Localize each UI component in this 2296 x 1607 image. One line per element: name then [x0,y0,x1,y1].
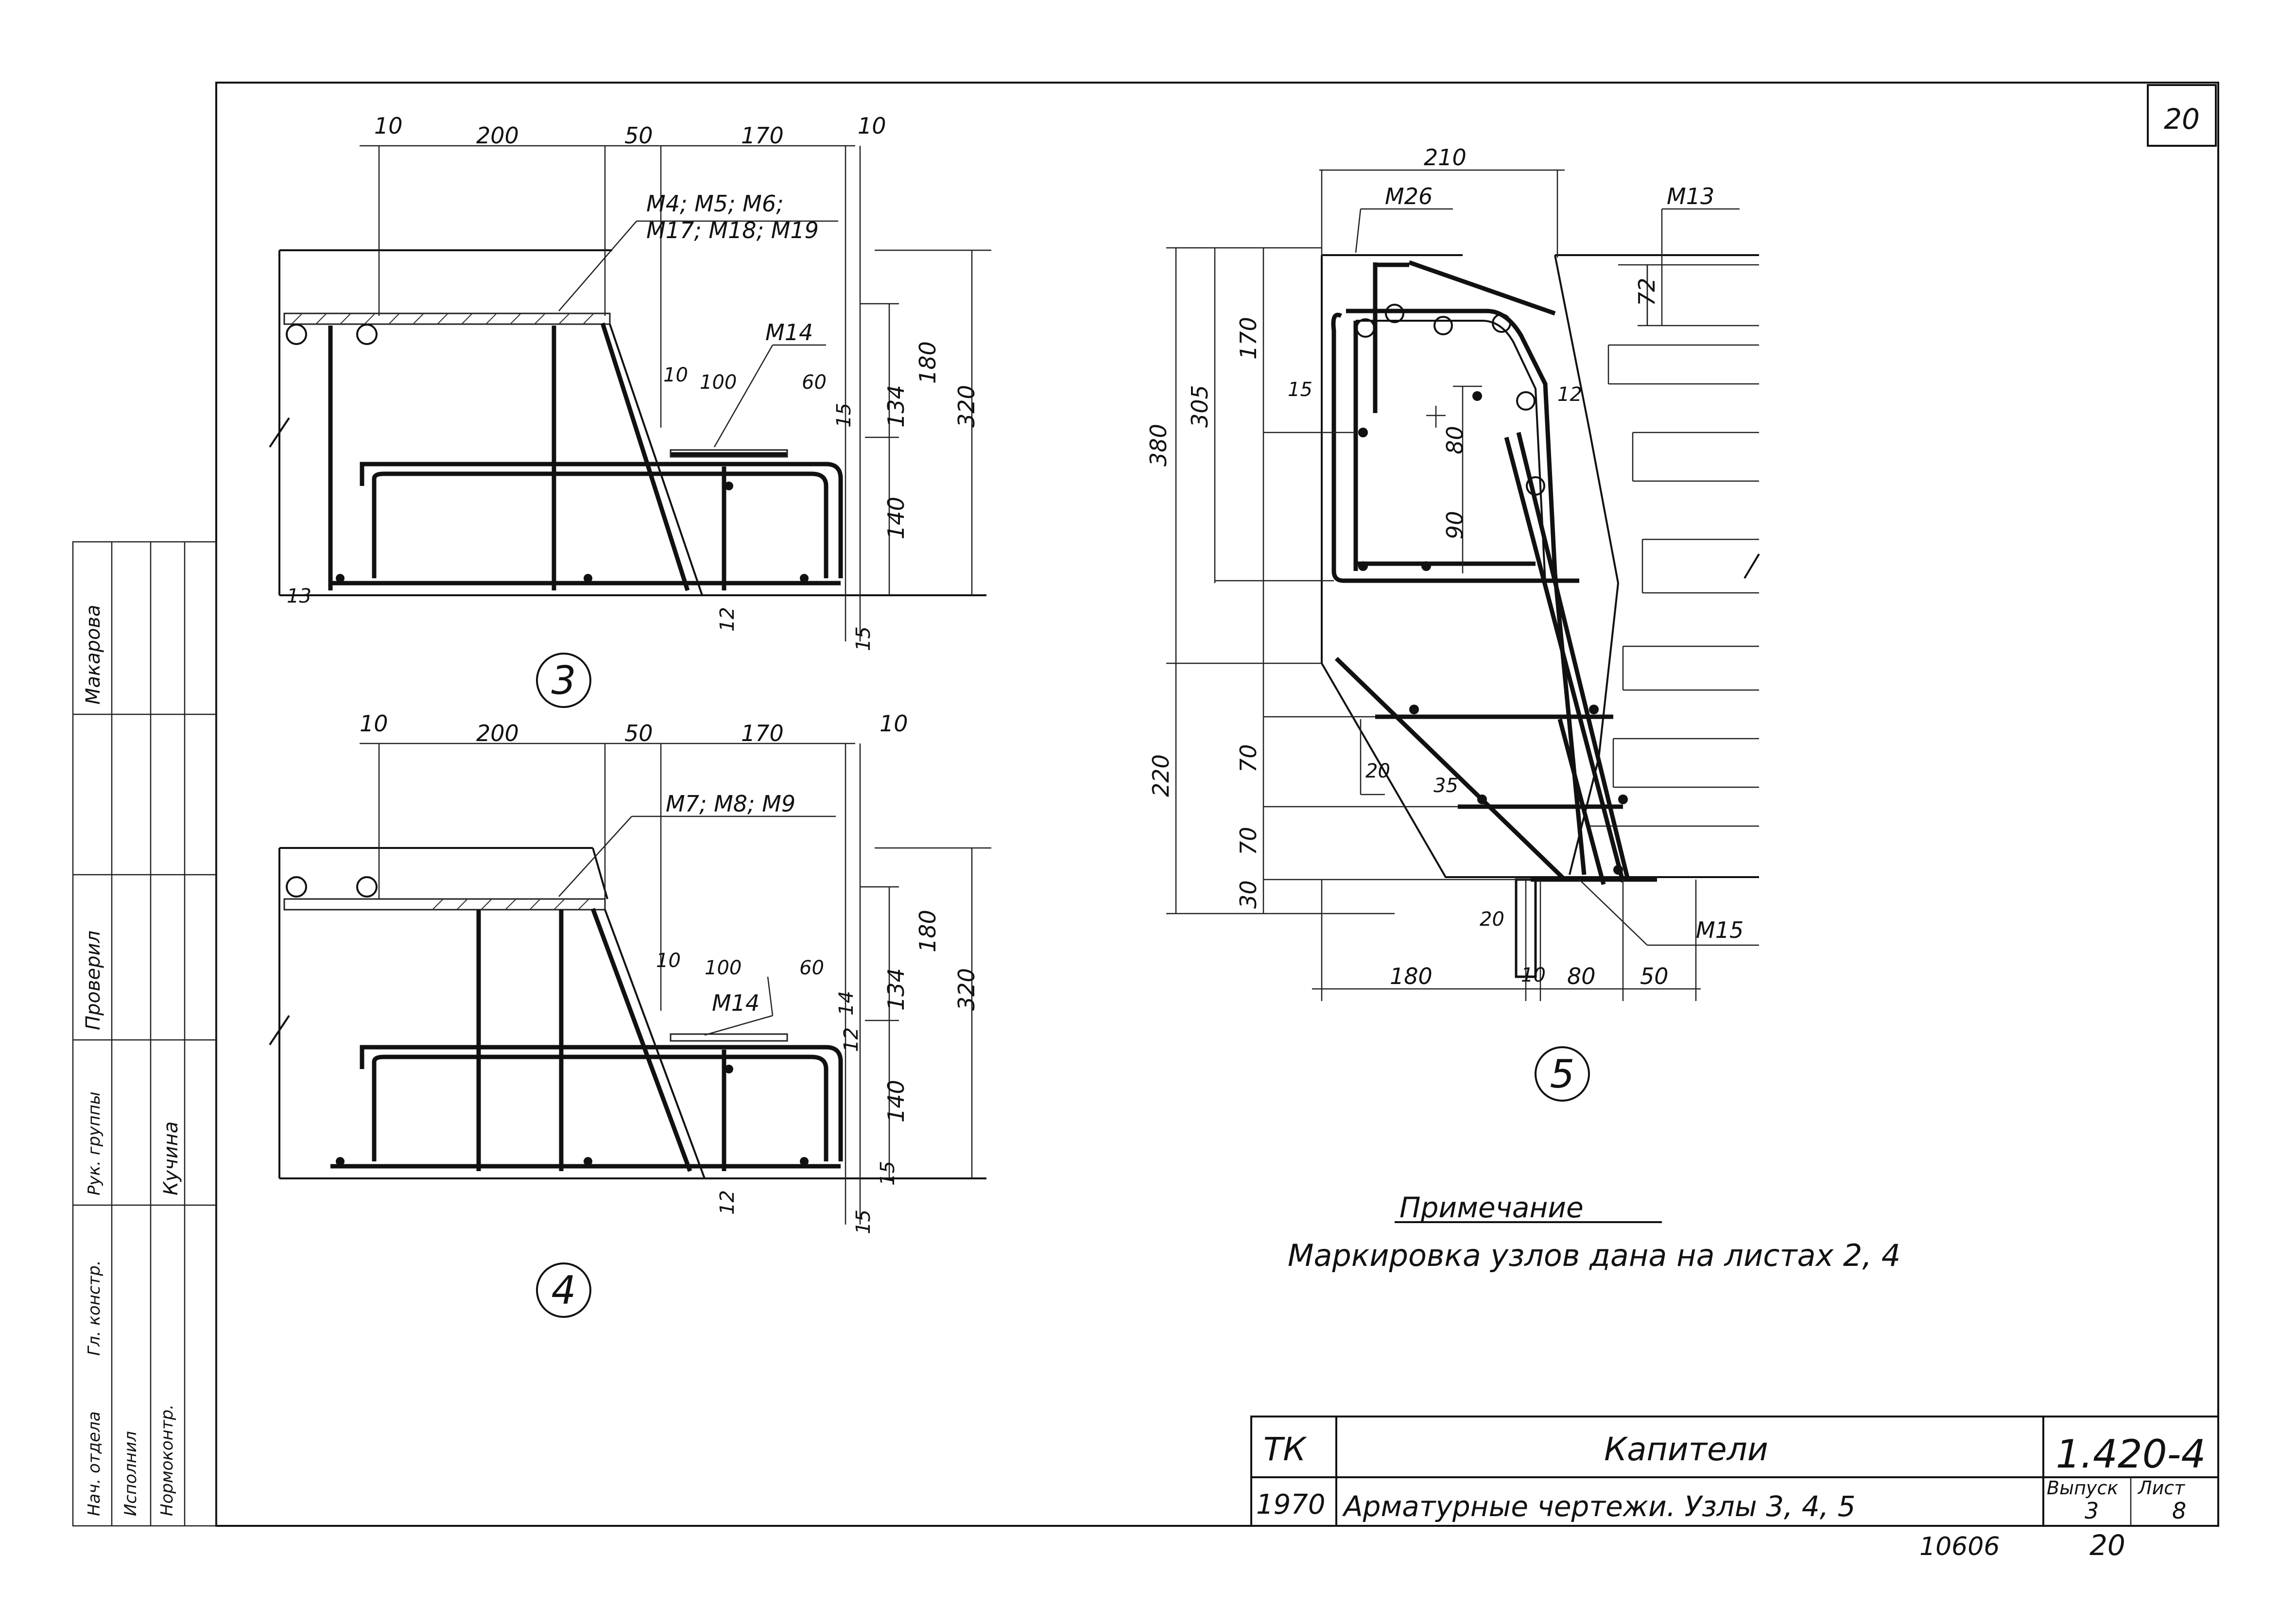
n3-dim-in-60: 60 [802,371,827,394]
tb-org: ТК [1263,1431,1307,1468]
n3-dim-200: 200 [476,122,519,149]
n4-dim-12a: 12 [840,1027,863,1052]
n5-dim-50: 50 [1640,963,1669,989]
stamp-role-4: Проверил [82,931,104,1030]
node-4-marker [536,1262,591,1318]
stamp-name-2: Кучина [160,1122,182,1195]
n5-dim-70a: 70 [1235,744,1261,773]
sheet-number: 20 [2164,103,2200,136]
n4-dim-15b: 15 [852,1210,875,1234]
node-3-drawing: 10 200 50 170 10 М4; М5; М6; М17; М18; М… [269,113,991,708]
n4-dim-14: 14 [835,991,858,1016]
sheet-number-box [2147,84,2217,147]
n5-dim-20b: 20 [1480,908,1504,931]
n5-dim-80: 80 [1442,426,1468,454]
n5-dim-15: 15 [1288,379,1312,401]
n5-dim-72: 72 [1634,277,1660,306]
n5-dim-70b: 70 [1235,827,1261,855]
n5-dim-90: 90 [1442,511,1468,539]
note-text: Маркировка узлов дана на листах 2, 4 [1288,1238,1900,1273]
n4-dim-200: 200 [476,720,519,746]
tb-code: 1.420-4 [2056,1432,2206,1477]
n5-mark-m15: М15 [1696,917,1744,943]
node-5-marker [1535,1046,1590,1102]
n3-dim-in-10: 10 [663,364,688,386]
n3-dim-170: 170 [741,122,784,149]
side-stamp: Нач. отдела Гл. констр. Рук. группы Пров… [72,541,217,1527]
tb-title: Капители [1604,1431,1768,1468]
n5-dim-20a: 20 [1365,760,1390,782]
n5-dim-80b: 80 [1567,963,1596,989]
node-4-drawing: 10 200 50 170 10 М7; М8; М9 М14 10 100 6… [269,710,991,1318]
tb-year: 1970 [1256,1489,1326,1521]
tb-sheet: 8 [2172,1498,2186,1524]
n3-dim-134: 134 [883,385,909,428]
n4-mark-2: М14 [712,990,760,1016]
stamp-role-6: Нормоконтр. [157,1404,177,1516]
n5-dim-380: 380 [1145,424,1172,467]
n4-dim-140: 140 [883,1080,909,1123]
node-3-label: 3 [552,658,576,703]
n4-dim-50: 50 [624,720,653,746]
n5-dim-180: 180 [1390,963,1433,989]
node-3-marker [536,653,591,708]
n5-dim-12: 12 [1557,383,1582,406]
n3-dim-140: 140 [883,497,909,539]
n4-dim-12b: 12 [716,1190,739,1215]
n3-mark-2: М17; М18; М19 [646,217,819,243]
stamp-role-3: Рук. группы [85,1091,104,1195]
n3-mark-3: М14 [765,319,813,346]
n3-dim-15a: 15 [833,403,855,428]
n5-dim-220: 220 [1148,754,1174,797]
sheet-frame [215,82,2219,1527]
node-4-label: 4 [552,1268,576,1313]
n4-dim-10b: 10 [880,710,908,737]
n3-dim-12: 12 [716,607,739,632]
tb-stamp: 10606 [1919,1532,2000,1561]
n4-mark-1: М7; М8; М9 [666,791,795,817]
n3-dim-in-100: 100 [700,371,737,394]
n5-mark-m26: М26 [1385,183,1433,209]
n4-dim-15a: 15 [877,1161,899,1186]
n4-dim-180: 180 [915,910,941,952]
n4-dim-134: 134 [883,968,909,1011]
n3-dim-15b: 15 [852,626,875,651]
tb-subtitle: Арматурные чертежи. Узлы 3, 4, 5 [1342,1490,1856,1523]
n3-dim-50: 50 [624,122,653,149]
tb-bottom-sheet: 20 [2089,1529,2125,1562]
note-heading: Примечание [1399,1191,1584,1224]
n5-mark-m13: М13 [1667,183,1714,209]
n5-dim-210: 210 [1424,144,1467,171]
n4-dim-10a: 10 [360,710,388,737]
n5-dim-35: 35 [1433,775,1458,797]
title-block: ТК 1970 Капители Арматурные чертежи. Узл… [1250,1416,2219,1562]
node-5-label: 5 [1550,1052,1575,1097]
n4-dim-in-10: 10 [656,950,681,972]
n5-dim-170: 170 [1235,317,1261,360]
n3-dim-180: 180 [915,341,941,384]
n3-dim-13: 13 [287,585,311,607]
n4-dim-320: 320 [953,968,980,1011]
stamp-role-2: Гл. констр. [85,1260,104,1356]
tb-issue-label: Выпуск [2047,1477,2118,1499]
stamp-name-1: Макарова [82,605,104,705]
n3-dim-10a: 10 [374,113,403,139]
tb-issue: 3 [2085,1498,2099,1524]
n5-dim-10: 10 [1521,964,1546,986]
tb-sheet-label: Лист [2137,1477,2186,1499]
n3-dim-320: 320 [953,385,980,428]
n4-dim-170: 170 [741,720,784,746]
node-5-drawing: 210 М26 М13 М15 380 305 170 15 220 70 70… [1145,144,1760,1102]
stamp-role-1: Нач. отдела [85,1411,104,1516]
n3-mark-1: М4; М5; М6; [646,190,784,217]
n4-dim-in-60: 60 [799,957,824,979]
note-block: Примечание Маркировка узлов дана на лист… [1288,1191,1900,1273]
stamp-role-5: Исполнил [121,1431,140,1516]
n5-dim-305: 305 [1187,385,1213,428]
n4-dim-in-100: 100 [705,957,742,979]
n5-dim-30: 30 [1235,880,1261,909]
n3-dim-10b: 10 [858,113,886,139]
